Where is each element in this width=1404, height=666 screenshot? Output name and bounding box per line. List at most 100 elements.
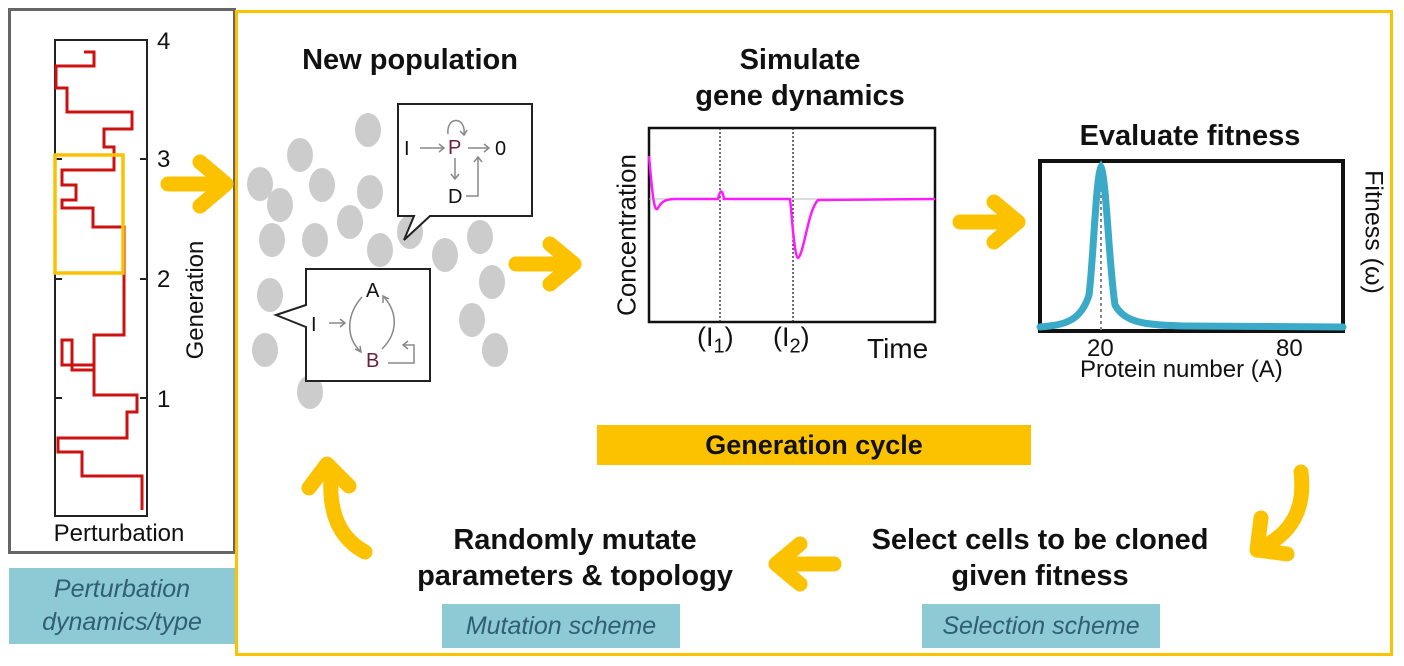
- perturbation-label-2-sub: 2: [789, 335, 801, 358]
- fitness-axis-label: Fitness (ω): [1359, 170, 1388, 294]
- arrowhead: [450, 173, 460, 181]
- cell: [357, 175, 383, 209]
- edge-d-p: [466, 158, 479, 197]
- arrow-head: [1249, 510, 1295, 562]
- cell: [367, 233, 393, 267]
- arrow-head: [301, 456, 357, 496]
- cell: [467, 220, 493, 254]
- perturbation-label-2-close: ): [800, 322, 810, 352]
- selection-scheme-text: Selection scheme: [942, 611, 1140, 640]
- mutate-title: Randomly mutate parameters & topology: [405, 522, 745, 594]
- cell: [247, 167, 273, 201]
- cell: [302, 223, 328, 257]
- cell: [257, 278, 283, 312]
- network-bubble-2: [273, 268, 431, 382]
- perturbation-label-1: (I1): [697, 322, 734, 358]
- cell: [355, 113, 381, 147]
- fitness-plot: [1036, 159, 1347, 333]
- network1-d-node: D: [448, 186, 463, 208]
- perturbation-label-1-sub: 1: [713, 335, 725, 358]
- cell: [459, 303, 485, 337]
- perturbation-label-2: (I2): [773, 322, 810, 358]
- self-loop-p: [447, 119, 465, 135]
- cell: [287, 138, 313, 172]
- cell: [259, 223, 285, 257]
- perturbation-label-2-open: (I: [773, 322, 790, 352]
- generation-cycle-frame: [235, 10, 1393, 656]
- generation-tick-3: 3: [157, 146, 171, 173]
- time-axis-label: Time: [867, 333, 929, 364]
- fitness-title: Evaluate fitness: [1079, 120, 1301, 152]
- cell: [252, 333, 278, 367]
- arrowhead: [483, 143, 491, 153]
- generation-tick-2: 2: [157, 266, 171, 293]
- perturbation-trace: [54, 50, 144, 510]
- perturbation-label-1-open: (I: [697, 322, 714, 352]
- mutate-title-line2: parameters & topology: [417, 560, 733, 592]
- arrow-head: [192, 154, 234, 214]
- cell: [267, 188, 293, 222]
- cell: [479, 265, 505, 299]
- network-bubble-1: [397, 103, 533, 241]
- new-population-title: New population: [302, 44, 518, 76]
- arrowhead: [438, 143, 446, 153]
- simulate-title-line1: Simulate: [739, 44, 861, 76]
- selection-scheme-tag: Selection scheme: [922, 604, 1160, 648]
- select-title: Select cells to be cloned given fitness: [840, 522, 1240, 594]
- generation-cycle-label: Generation cycle: [705, 429, 923, 460]
- arrowhead: [382, 294, 390, 303]
- bubble-outline: [273, 268, 431, 382]
- concentration-trace: [647, 155, 936, 260]
- mutate-title-line1: Randomly mutate: [453, 524, 697, 556]
- selected-generation-window: [53, 153, 125, 275]
- protein-number-axis-label: Protein number (A): [1080, 356, 1283, 383]
- plot-frame: [647, 126, 937, 324]
- generation-cycle-banner: Generation cycle: [597, 425, 1031, 465]
- entry-arrow: [160, 154, 234, 214]
- arrow-head: [768, 536, 808, 592]
- arrowhead: [339, 318, 347, 328]
- network1-p-node: P: [448, 137, 462, 159]
- arrowhead: [354, 345, 362, 354]
- mutation-scheme-text: Mutation scheme: [465, 611, 657, 640]
- network2-b-node: B: [366, 350, 380, 372]
- network1-zero-node: 0: [495, 138, 507, 160]
- simulate-title-line2: gene dynamics: [695, 80, 905, 112]
- cell: [432, 238, 458, 272]
- fitness-tick-80: 80: [1276, 335, 1303, 362]
- mutation-scheme-tag: Mutation scheme: [442, 604, 680, 648]
- arrow-to-mutate: [768, 536, 842, 592]
- fitness-tick-20: 20: [1087, 335, 1114, 362]
- plot-frame: [1038, 159, 1345, 333]
- perturbation-plot: [53, 39, 148, 517]
- edge-a-b-left: [349, 296, 363, 352]
- arrow-to-simulate: [508, 236, 582, 292]
- arrowhead: [401, 340, 409, 350]
- arrowhead: [473, 155, 483, 163]
- generation-axis-label: Generation: [182, 240, 209, 360]
- self-loop-b: [388, 344, 415, 364]
- cell: [297, 375, 323, 409]
- arrow-to-select: [1249, 464, 1310, 562]
- select-title-line1: Select cells to be cloned: [871, 524, 1209, 556]
- simulate-title: Simulate gene dynamics: [640, 42, 960, 114]
- fitness-curve: [1036, 160, 1347, 331]
- cell: [309, 168, 335, 202]
- perturbation-tag: Perturbation dynamics/type: [9, 568, 235, 644]
- cell: [337, 205, 363, 239]
- edge-b-a-right: [381, 296, 395, 350]
- arrow-head: [986, 194, 1026, 250]
- arrow-head: [542, 236, 582, 292]
- arrow-shaft: [1257, 464, 1310, 554]
- generation-tick-1: 1: [157, 386, 171, 413]
- arrowhead: [459, 129, 468, 137]
- perturbation-axis-label: Perturbation: [53, 520, 185, 547]
- perturbation-label-1-close: ): [724, 322, 734, 352]
- arrow-shaft: [323, 470, 373, 560]
- network2-a-node: A: [366, 280, 380, 302]
- bubble-outline: [397, 103, 533, 241]
- concentration-axis-label: Concentration: [611, 154, 642, 316]
- perturbation-tag-text: Perturbation dynamics/type: [42, 575, 202, 636]
- network1-input-node: I: [404, 138, 410, 160]
- gene-dynamics-plot: [647, 126, 937, 324]
